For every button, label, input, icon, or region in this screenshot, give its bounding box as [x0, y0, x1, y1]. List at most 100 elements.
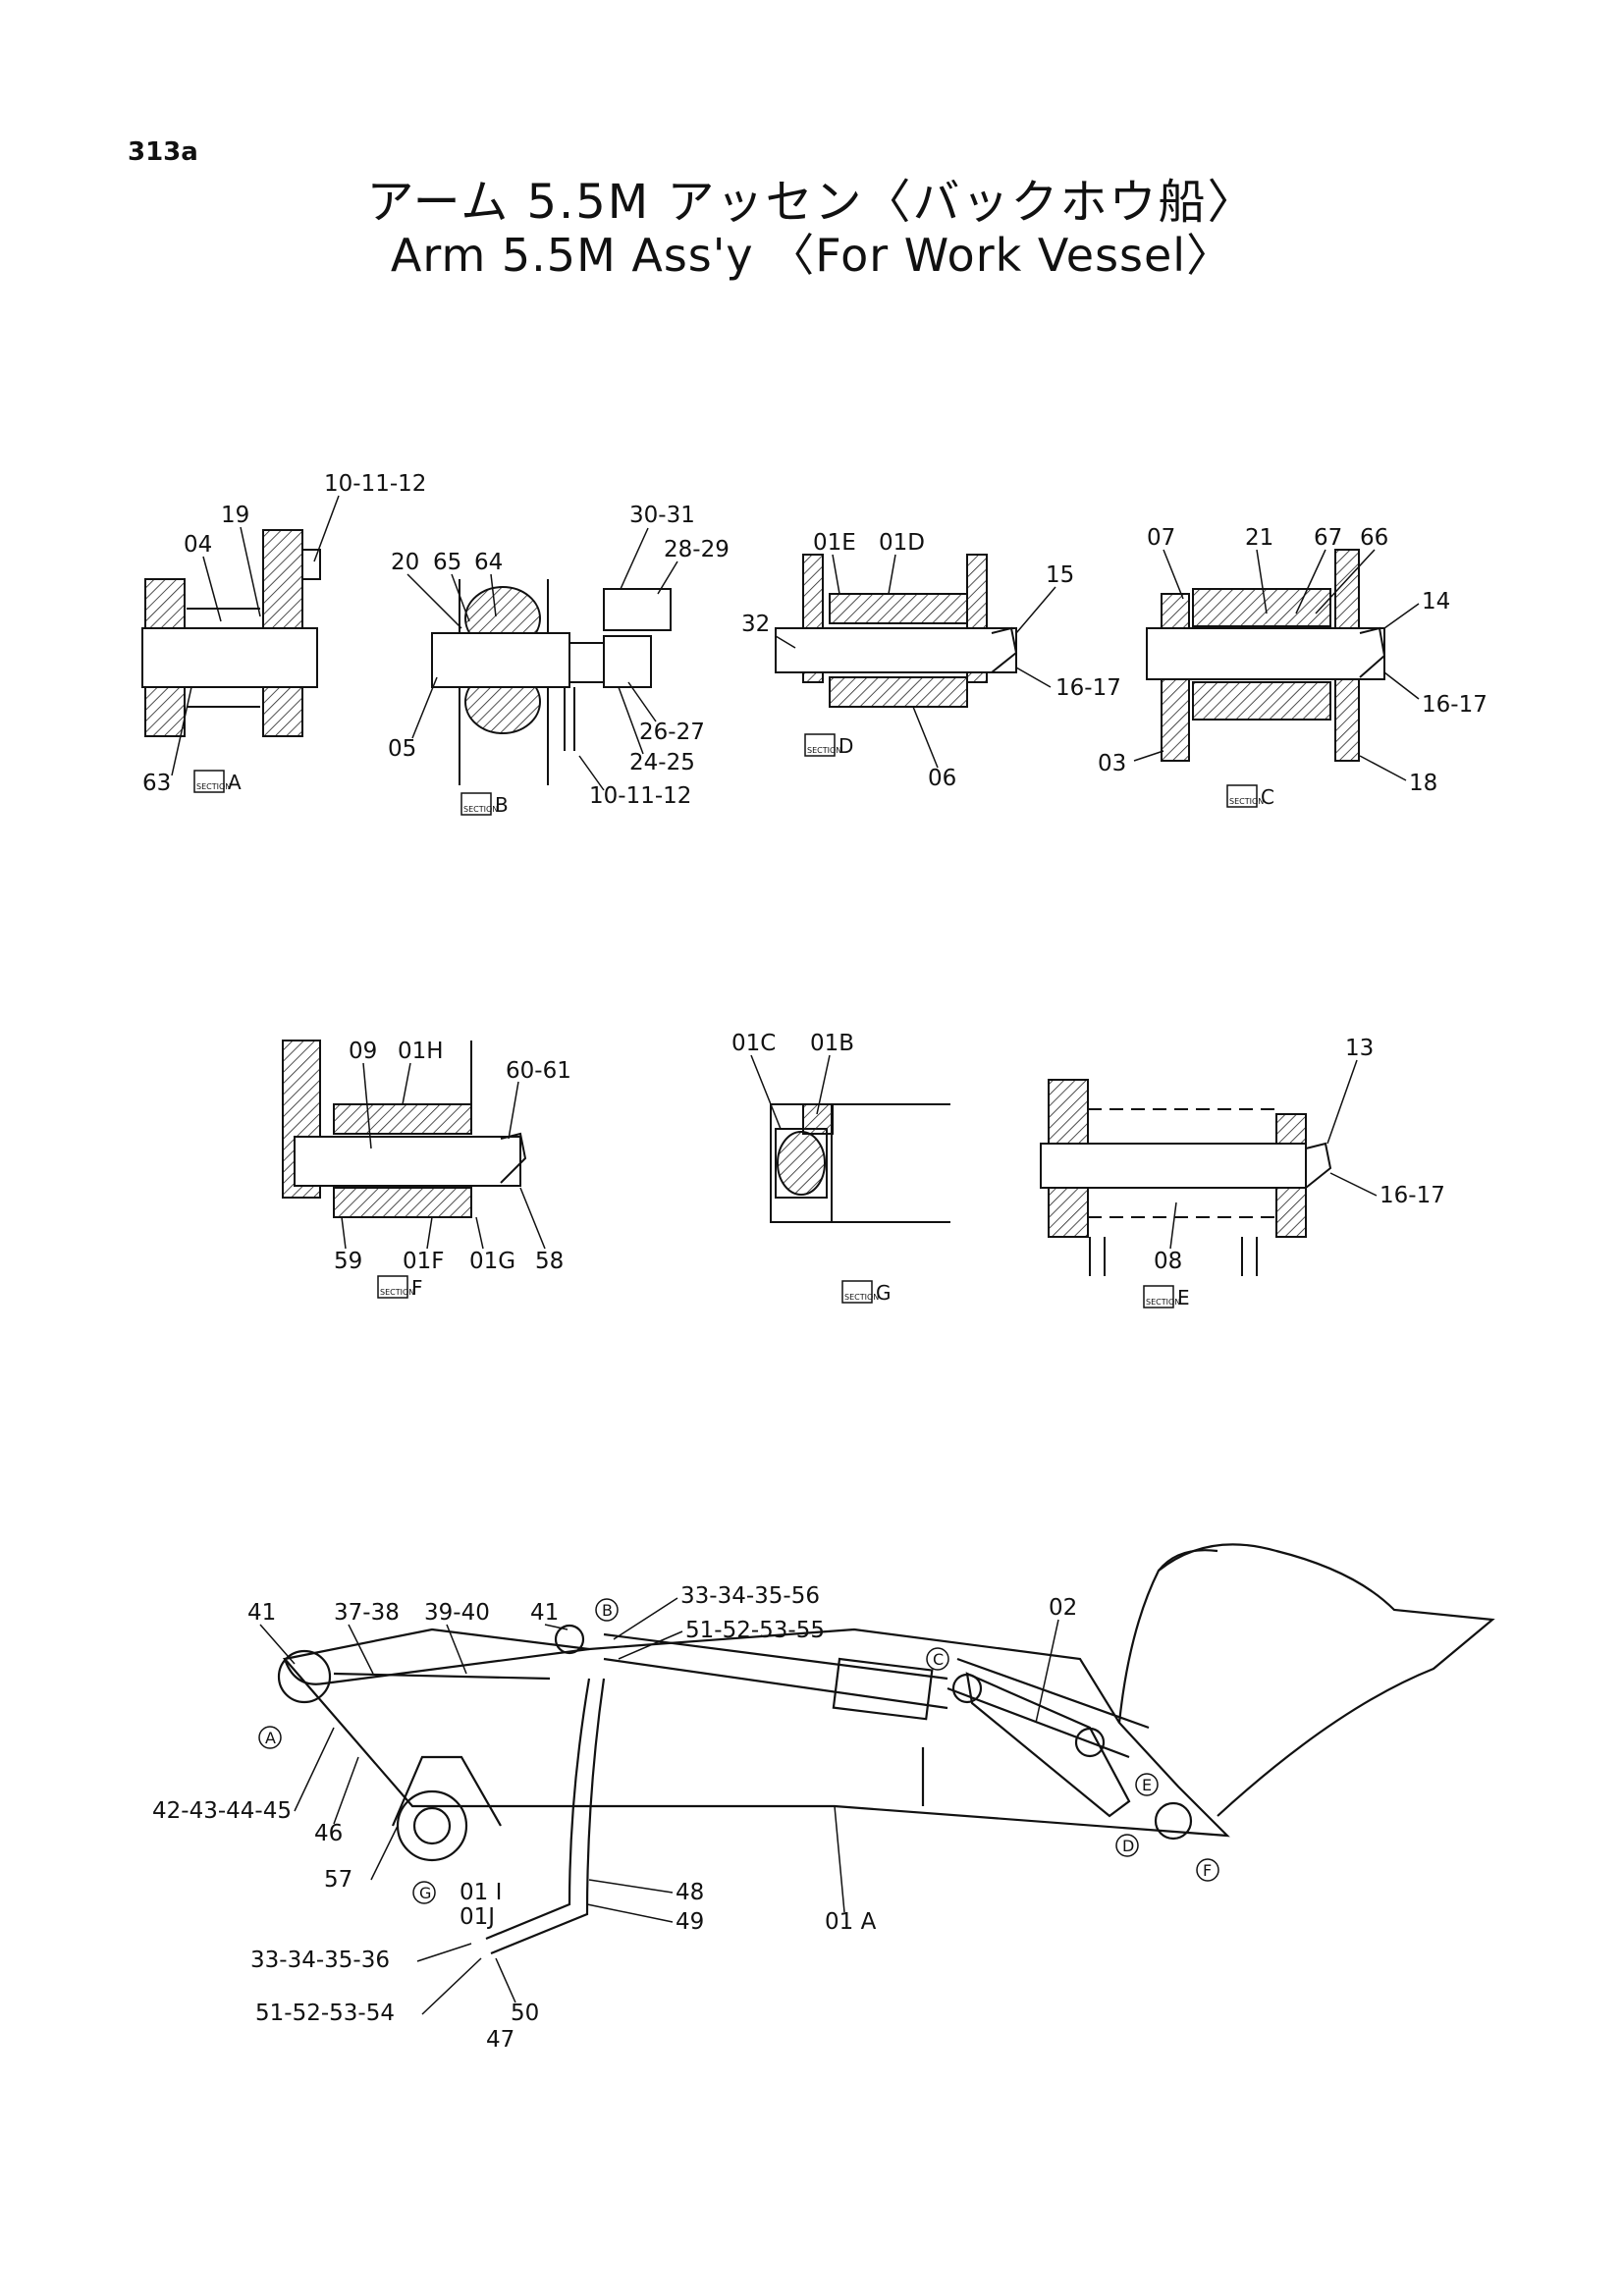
- label: 57: [324, 1867, 352, 1893]
- label: 33-34-35-56: [680, 1583, 820, 1609]
- label: 01F: [403, 1249, 445, 1274]
- label: 30-31: [629, 503, 695, 528]
- label: 06: [928, 766, 956, 791]
- label: 39-40: [424, 1600, 490, 1626]
- section-word: SECTION: [196, 782, 231, 791]
- label: 42-43-44-45: [152, 1798, 292, 1824]
- label: 41: [530, 1600, 559, 1626]
- section-word: SECTION: [463, 805, 498, 814]
- label: 21: [1245, 525, 1273, 551]
- label: 26-27: [639, 720, 705, 745]
- marker-g: G: [419, 1884, 431, 1902]
- label: 58: [535, 1249, 564, 1274]
- section-letter: D: [839, 734, 853, 758]
- label: 01J: [460, 1904, 495, 1930]
- label: 50: [511, 2001, 539, 2026]
- label: 01D: [879, 530, 925, 556]
- section-letter: C: [1261, 785, 1274, 809]
- section-letter: A: [228, 771, 242, 794]
- section-e-labels: 13 16-17 08 SECTION E: [1143, 1036, 1445, 1309]
- section-e-tag: SECTION E: [1143, 1285, 1190, 1309]
- label: 59: [334, 1249, 362, 1274]
- section-word: SECTION: [1146, 1298, 1180, 1307]
- label: 16-17: [1422, 692, 1488, 718]
- marker-d: D: [1122, 1837, 1134, 1855]
- section-letter: B: [495, 793, 509, 817]
- section-c-labels: 07 21 67 66 14 16-17 03 18 SECTION C: [1098, 525, 1488, 809]
- label: 03: [1098, 751, 1126, 776]
- label: 16-17: [1380, 1183, 1445, 1208]
- label: 02: [1049, 1595, 1077, 1621]
- label: 32: [741, 612, 770, 637]
- label: 15: [1046, 562, 1074, 588]
- section-g-view: [770, 1103, 950, 1223]
- label: 67: [1314, 525, 1342, 551]
- title-english: Arm 5.5M Ass'y 〈For Work Vessel〉: [390, 229, 1233, 282]
- section-g-tag: SECTION G: [841, 1280, 892, 1305]
- label: 09: [349, 1039, 377, 1064]
- marker-f: F: [1203, 1861, 1212, 1880]
- label: 13: [1345, 1036, 1374, 1061]
- label: 48: [676, 1880, 704, 1905]
- section-a-labels: 10-11-12 19 04 63 SECTION A: [142, 471, 426, 796]
- section-d-view: [775, 554, 1018, 708]
- label: 49: [676, 1909, 704, 1935]
- label: 46: [314, 1821, 343, 1846]
- label: 41: [247, 1600, 276, 1626]
- label: 63: [142, 771, 171, 796]
- section-b-view: [431, 579, 672, 785]
- label: 10-11-12: [589, 783, 691, 809]
- section-c-tag: SECTION C: [1226, 784, 1274, 809]
- label: 18: [1409, 771, 1437, 796]
- section-letter: G: [876, 1281, 892, 1305]
- label: 08: [1154, 1249, 1182, 1274]
- arm-assembly-view: [277, 1543, 1495, 1955]
- label: 64: [474, 550, 503, 575]
- label: 01 I: [460, 1880, 502, 1905]
- section-word: SECTION: [380, 1288, 414, 1297]
- section-word: SECTION: [844, 1293, 879, 1302]
- section-d-labels: 01E 01D 15 32 16-17 06 SECTION D: [741, 530, 1121, 791]
- section-letter: F: [411, 1276, 423, 1300]
- section-e-view: [1040, 1079, 1332, 1276]
- label: 60-61: [506, 1058, 571, 1084]
- section-b-labels: 20 65 64 30-31 28-29 05 26-27 24-25 10-1…: [388, 503, 730, 817]
- section-b-tag: SECTION B: [460, 792, 509, 817]
- label: 01 A: [825, 1909, 877, 1935]
- label: 20: [391, 550, 419, 575]
- label: 05: [388, 736, 416, 762]
- label: 66: [1360, 525, 1388, 551]
- label: 04: [184, 532, 212, 558]
- label: 07: [1147, 525, 1175, 551]
- label: 33-34-35-36: [250, 1948, 390, 1973]
- label: 16-17: [1055, 675, 1121, 701]
- marker-e: E: [1142, 1776, 1152, 1794]
- section-word: SECTION: [807, 746, 841, 755]
- label: 01E: [813, 530, 856, 556]
- section-d-tag: SECTION D: [804, 733, 853, 758]
- section-letter: E: [1177, 1286, 1190, 1309]
- section-markers: A B C D E F G: [258, 1598, 1219, 1904]
- marker-c: C: [933, 1650, 944, 1669]
- label: 19: [221, 503, 249, 528]
- label: 14: [1422, 589, 1450, 614]
- section-word: SECTION: [1229, 797, 1264, 806]
- section-a-tag: SECTION A: [193, 770, 242, 794]
- label: 01H: [398, 1039, 444, 1064]
- label: 01B: [810, 1031, 854, 1056]
- label: 28-29: [664, 537, 730, 562]
- section-a-view: [141, 529, 321, 737]
- marker-a: A: [265, 1729, 276, 1747]
- section-f-view: [282, 1040, 527, 1218]
- section-c-view: [1146, 549, 1386, 762]
- section-f-labels: 09 01H 60-61 59 01F 01G 58 SECTION F: [334, 1039, 571, 1300]
- marker-b: B: [602, 1601, 613, 1620]
- label: 01C: [731, 1031, 776, 1056]
- label: 10-11-12: [324, 471, 426, 497]
- label: 24-25: [629, 750, 695, 775]
- section-g-labels: 01C 01B SECTION G: [731, 1031, 892, 1305]
- page-number: 313a: [128, 137, 198, 167]
- label: 01G: [469, 1249, 515, 1274]
- arm-assembly-labels: 41 37-38 39-40 41 33-34-35-56 51-52-53-5…: [152, 1583, 1219, 2053]
